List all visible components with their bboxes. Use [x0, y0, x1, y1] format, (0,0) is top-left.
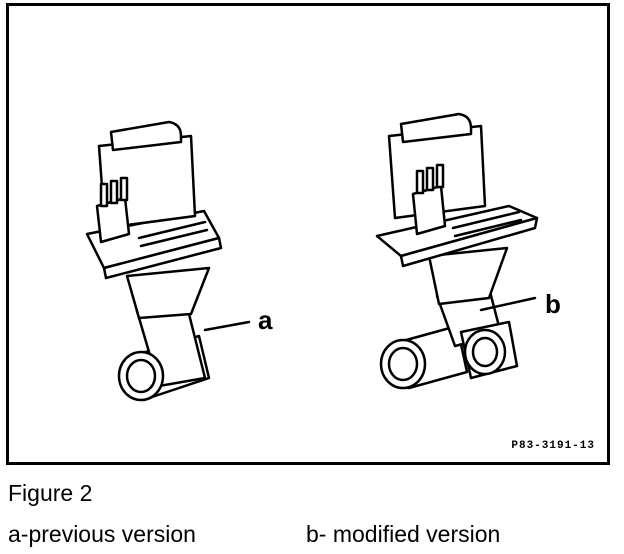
callout-label-b: b: [545, 289, 561, 319]
figure-frame: a b P83-3191-13: [6, 3, 610, 465]
figure-title: Figure 2: [8, 480, 93, 506]
valve-illustration: [85, 112, 539, 402]
valve-b-drawing: [375, 112, 539, 390]
caption-previous-version: a-previous version: [8, 521, 196, 547]
callout-label-a: a: [258, 305, 273, 335]
valve-a-drawing: [85, 120, 251, 402]
caption-modified-version: b- modified version: [306, 521, 501, 547]
figure-reference-code: P83-3191-13: [511, 440, 595, 452]
